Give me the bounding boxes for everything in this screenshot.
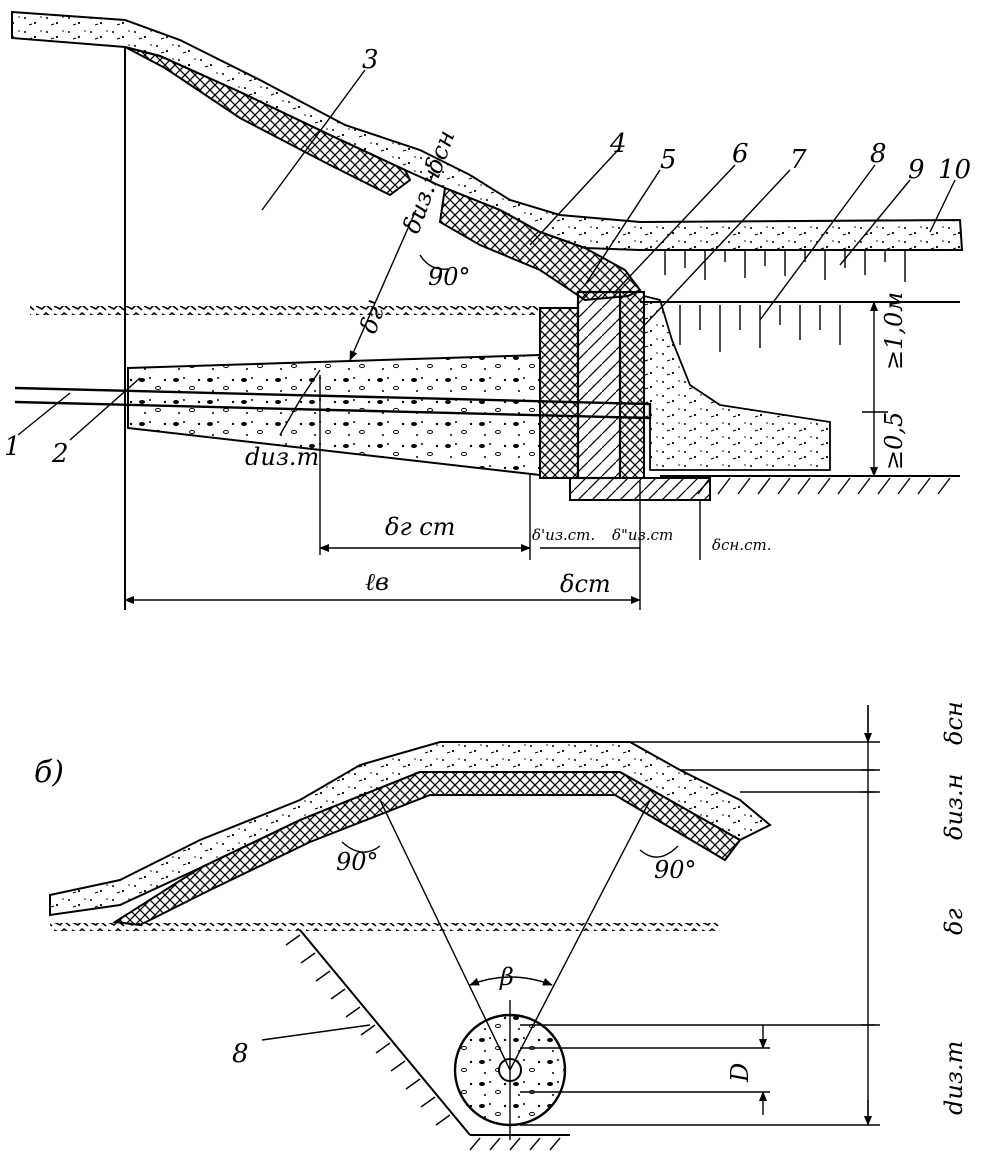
pipe-d-label: D	[726, 1063, 754, 1083]
gravel-bed	[127, 353, 541, 477]
wall-insulation-right	[619, 291, 645, 479]
angle-left-label: 90°	[336, 848, 379, 876]
insulation-b	[112, 771, 742, 927]
d-sn-st-label: δсн.ст.	[712, 536, 771, 554]
d-sn-b-label: δсн	[940, 701, 968, 745]
insulation-upper	[124, 46, 412, 197]
ground-surface	[30, 306, 540, 315]
angle-right-label: 90°	[654, 856, 697, 884]
callout-9: 9	[908, 155, 925, 185]
l-v-label: ℓв	[365, 568, 389, 596]
panel-b-label: б)	[34, 755, 64, 790]
d-iz-t-b-label: dиз.т	[940, 1041, 968, 1115]
diagram-a: ≥1,0м ≥0,5 1 2 3 4 5 6	[4, 10, 971, 610]
d-st-label: δст	[560, 570, 611, 598]
d-g-b-label: δг	[940, 908, 968, 935]
callout-6: 6	[732, 139, 749, 169]
d-g-st-label: δг ст	[385, 513, 455, 541]
callout-3: 3	[362, 45, 379, 75]
wall-insulation-left	[539, 307, 579, 479]
callout-2: 2	[51, 439, 69, 469]
callout-10: 10	[938, 155, 971, 185]
d-iz-st-2-label: δ"из.ст	[612, 526, 673, 544]
callout-leaders	[17, 69, 956, 441]
d-iz-n-b-label: δиз.н	[940, 774, 968, 840]
beta-label: β	[499, 963, 514, 991]
callout-8: 8	[870, 139, 887, 169]
callout-8-b: 8	[232, 1039, 249, 1069]
diagram-b: б) β 90° 90°	[34, 701, 968, 1151]
d-iz-t-label: dиз.т	[245, 443, 319, 471]
callout-5: 5	[660, 145, 677, 175]
depth-top-label: ≥1,0м	[880, 292, 908, 370]
backfill	[643, 294, 831, 471]
d-iz-st-1-label: δ'из.ст.	[532, 526, 595, 544]
depth-bottom-label: ≥0,5	[880, 412, 908, 470]
wall-concrete	[576, 290, 622, 480]
callout-1: 1	[4, 432, 21, 462]
cover-b	[49, 741, 772, 917]
callout-4: 4	[609, 129, 627, 159]
ground-b	[50, 923, 720, 931]
callout-7: 7	[790, 145, 807, 175]
soil-ticks	[664, 250, 906, 352]
d-g-prime-label: δг'	[354, 296, 392, 337]
